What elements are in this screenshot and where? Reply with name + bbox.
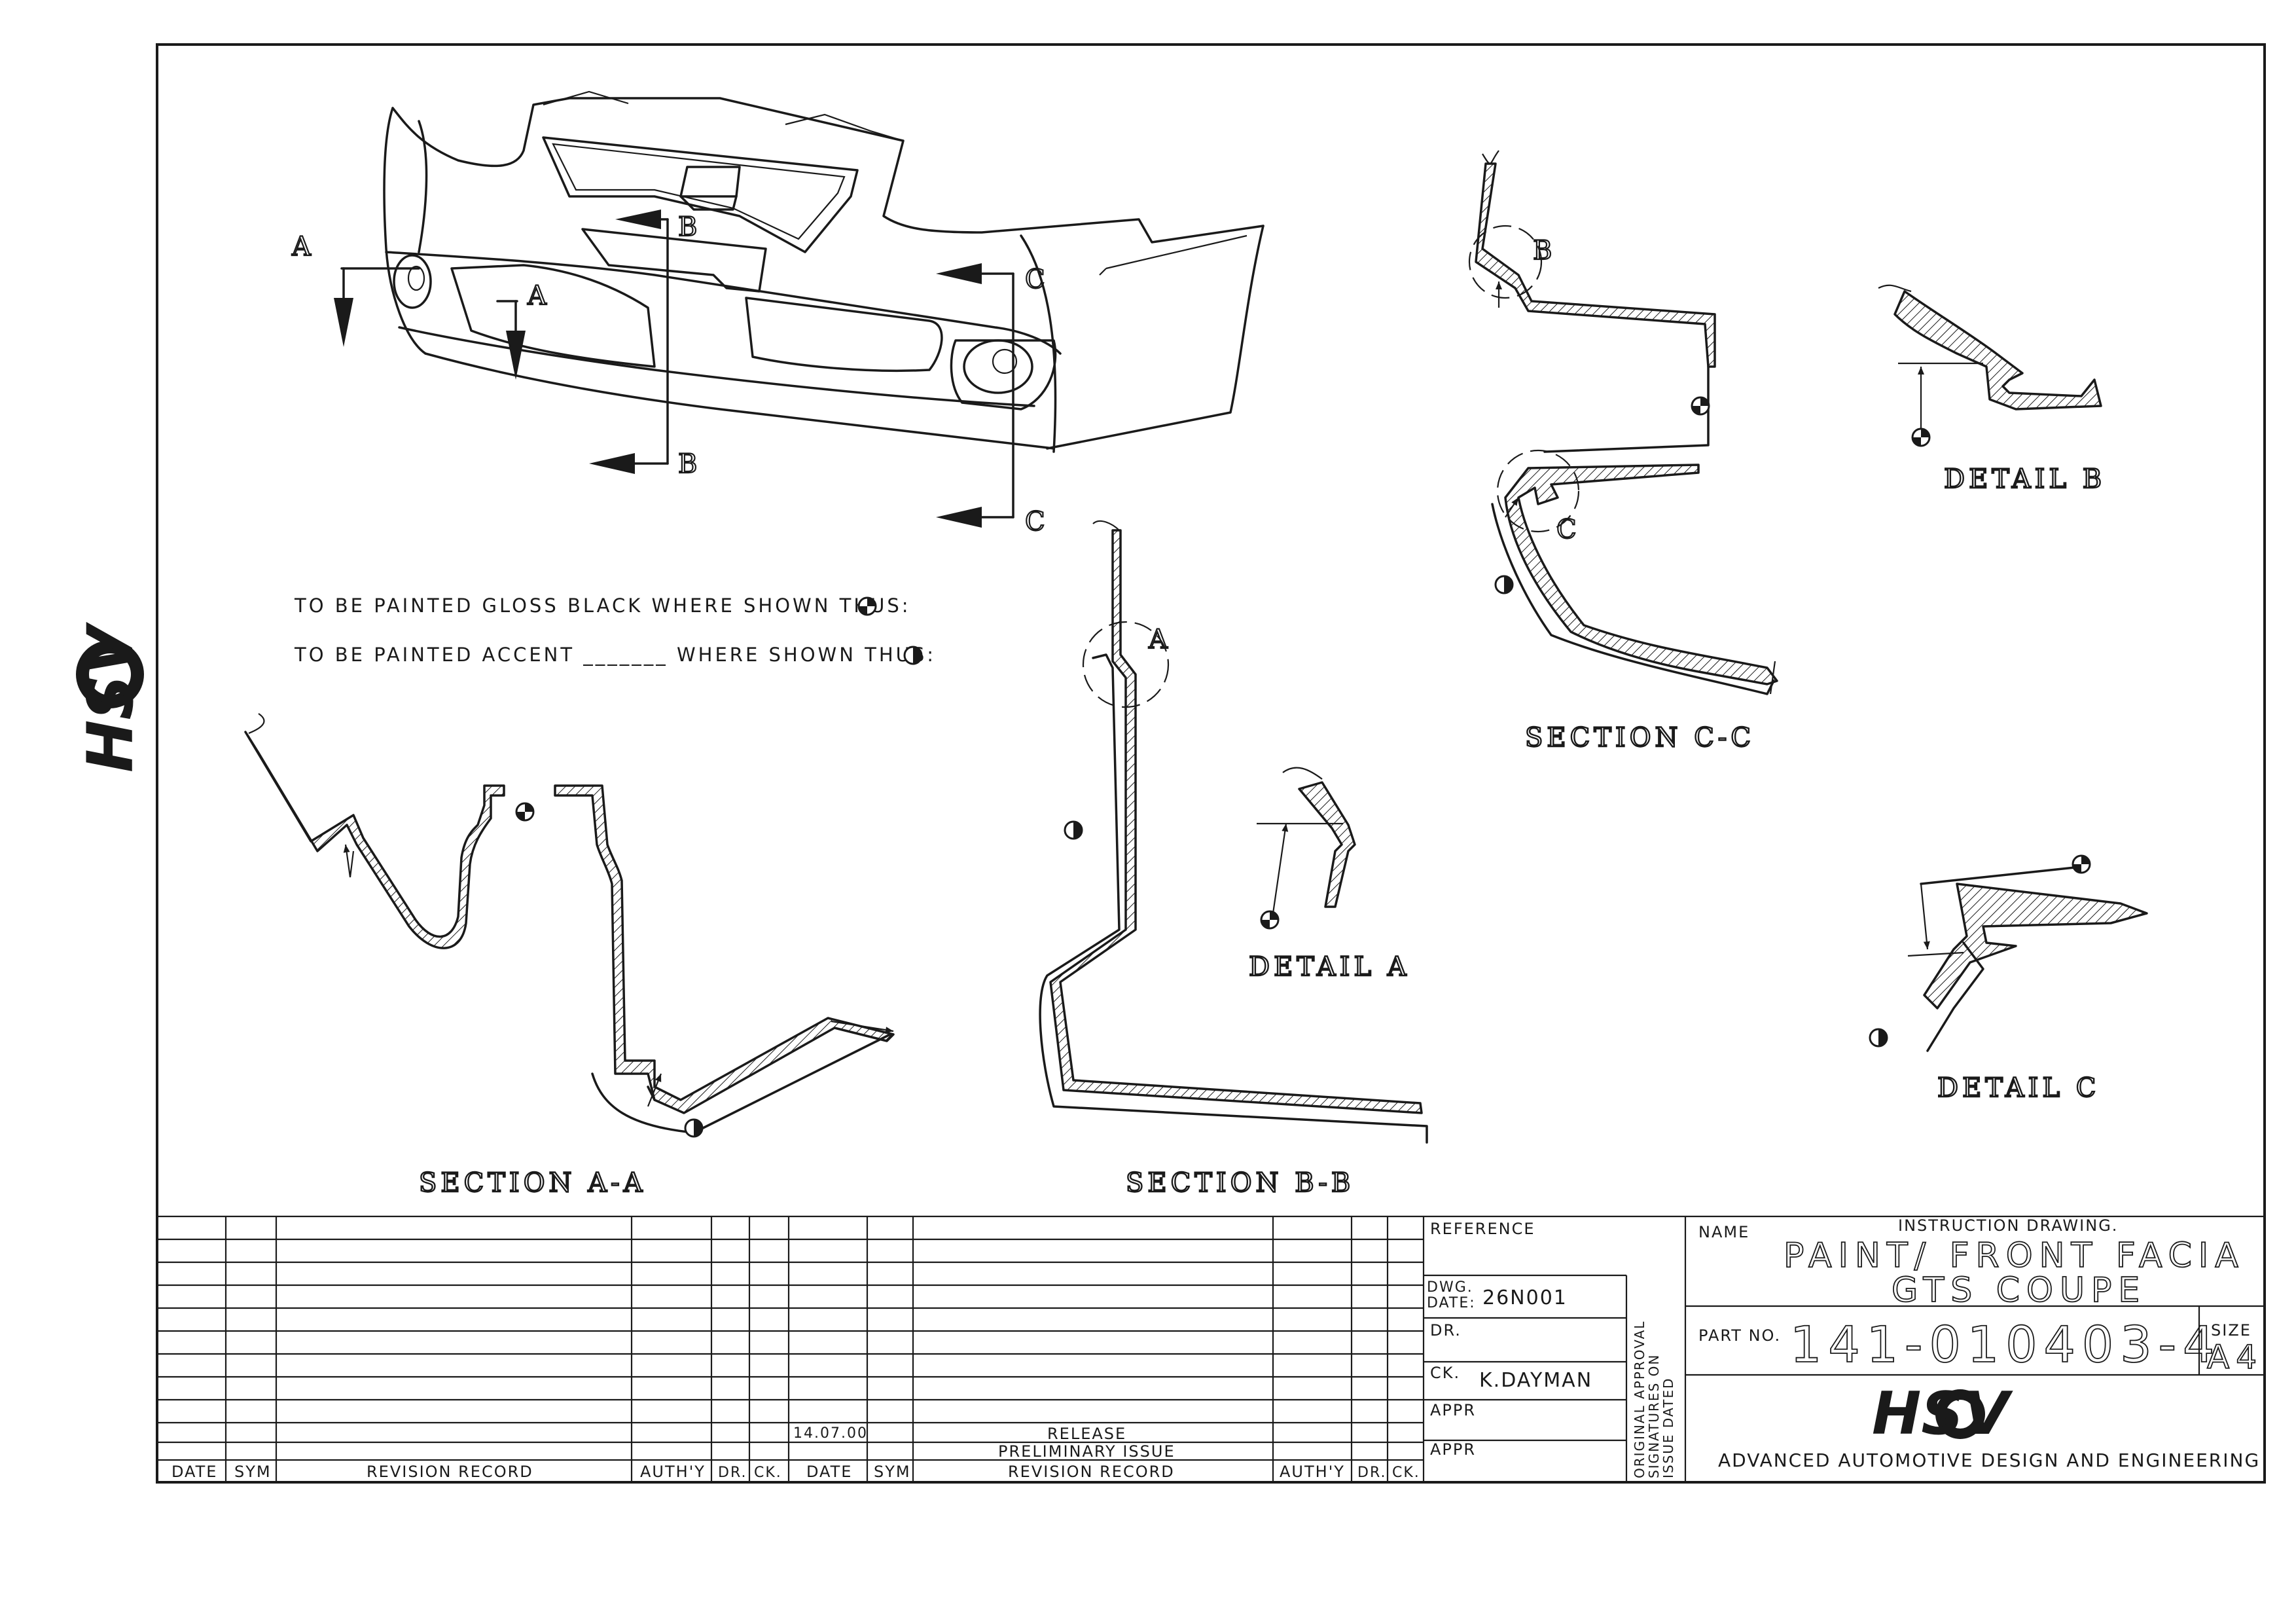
svg-text:CK.: CK. xyxy=(1430,1364,1460,1382)
detail-c-label: DETAIL C xyxy=(1937,1073,2100,1103)
note-gloss-black: TO BE PAINTED GLOSS BLACK WHERE SHOWN TH… xyxy=(294,594,911,617)
gloss-black-symbol-icon xyxy=(857,596,877,616)
hsv-side-logo: HSV xyxy=(74,622,147,773)
svg-text:SIGNATURES ON: SIGNATURES ON xyxy=(1646,1354,1662,1478)
part-no-label: PART NO. xyxy=(1698,1326,1781,1345)
svg-text:APPR: APPR xyxy=(1430,1401,1476,1419)
size-value: A4 xyxy=(2207,1338,2263,1376)
svg-text:CK.: CK. xyxy=(1392,1465,1420,1481)
svg-text:REVISION RECORD: REVISION RECORD xyxy=(1008,1463,1175,1481)
svg-text:C: C xyxy=(1025,264,1045,295)
bumper-isometric-view xyxy=(383,90,1265,453)
svg-text:C: C xyxy=(1556,515,1577,545)
section-bb-label: SECTION B-B xyxy=(1126,1168,1354,1198)
revision-entry-record-2: PRELIMINARY ISSUE xyxy=(998,1442,1175,1461)
svg-text:B: B xyxy=(1533,236,1552,266)
svg-text:DWG.: DWG. xyxy=(1427,1279,1473,1296)
svg-text:AUTH'Y: AUTH'Y xyxy=(640,1463,706,1481)
svg-text:SYM: SYM xyxy=(234,1463,272,1481)
svg-text:C: C xyxy=(1025,507,1045,537)
svg-text:DATE:: DATE: xyxy=(1427,1295,1476,1311)
section-cc-view: B C SECTION C-C xyxy=(1468,150,1778,754)
title-block: DATE SYM REVISION RECORD AUTH'Y DR. CK. … xyxy=(157,1215,2265,1482)
revision-entry-record: RELEASE xyxy=(1047,1425,1126,1443)
svg-text:ISSUE DATED: ISSUE DATED xyxy=(1660,1377,1676,1478)
size-label: SIZE xyxy=(2211,1321,2251,1340)
name-label: NAME xyxy=(1698,1223,1749,1241)
drawing-title-line-1: PAINT/ FRONT FACIA xyxy=(1784,1236,2245,1275)
dwg-date-value: 26N001 xyxy=(1482,1286,1568,1309)
drawing-title-line-2: GTS COUPE xyxy=(1892,1271,2146,1310)
svg-text:AUTH'Y: AUTH'Y xyxy=(1280,1463,1345,1481)
section-cc-label: SECTION C-C xyxy=(1525,723,1755,753)
section-cut-markers: A A B B C C xyxy=(291,210,1046,538)
svg-text:DR.: DR. xyxy=(1357,1465,1386,1481)
svg-text:DATE: DATE xyxy=(806,1463,852,1481)
detail-c-view: DETAIL C xyxy=(1869,854,2148,1104)
svg-text:SYM: SYM xyxy=(874,1463,911,1481)
detail-b-view: DETAIL B xyxy=(1878,284,2106,495)
svg-text:A: A xyxy=(527,281,547,311)
reference-label: REFERENCE xyxy=(1430,1220,1535,1238)
accent-symbol-icon xyxy=(903,646,923,665)
note-accent: TO BE PAINTED ACCENT _______ WHERE SHOWN… xyxy=(294,644,936,666)
drawing-type: INSTRUCTION DRAWING. xyxy=(1898,1216,2118,1235)
svg-text:DATE: DATE xyxy=(171,1463,217,1481)
svg-text:ORIGINAL APPROVAL: ORIGINAL APPROVAL xyxy=(1632,1321,1647,1478)
drawing-border xyxy=(156,43,2266,1484)
detail-a-view: DETAIL A xyxy=(1248,767,1410,983)
part-number: 141-010403-4 xyxy=(1790,1315,2221,1374)
detail-b-label: DETAIL B xyxy=(1944,464,2106,494)
ck-value: K.DAYMAN xyxy=(1479,1369,1592,1392)
approval-vertical-note: ORIGINAL APPROVAL SIGNATURES ON ISSUE DA… xyxy=(1632,1321,1676,1478)
section-aa-view: SECTION A-A xyxy=(244,713,895,1199)
hsv-title-logo: HSV xyxy=(1872,1379,2013,1448)
revision-grid-lines xyxy=(157,1216,1425,1482)
svg-text:HSV: HSV xyxy=(1872,1379,2013,1448)
approval-grid-lines xyxy=(1424,1216,1687,1482)
svg-text:CK.: CK. xyxy=(754,1465,782,1481)
paint-notes: TO BE PAINTED GLOSS BLACK WHERE SHOWN TH… xyxy=(294,594,936,666)
svg-text:HSV: HSV xyxy=(74,622,147,773)
svg-text:A: A xyxy=(291,232,312,262)
svg-text:DR.: DR. xyxy=(718,1465,747,1481)
svg-text:REVISION RECORD: REVISION RECORD xyxy=(367,1463,533,1481)
svg-text:DR.: DR. xyxy=(1430,1321,1462,1340)
section-aa-label: SECTION A-A xyxy=(419,1168,646,1198)
svg-text:APPR: APPR xyxy=(1430,1440,1476,1459)
revision-entry-date: 14.07.00 xyxy=(793,1425,868,1442)
section-bb-view: A SECTION B-B xyxy=(1039,520,1428,1199)
svg-text:A: A xyxy=(1148,625,1168,655)
svg-text:B: B xyxy=(678,449,697,479)
detail-a-label: DETAIL A xyxy=(1249,952,1410,982)
company-name: ADVANCED AUTOMOTIVE DESIGN AND ENGINEERI… xyxy=(1718,1450,2260,1471)
svg-text:B: B xyxy=(678,212,697,242)
